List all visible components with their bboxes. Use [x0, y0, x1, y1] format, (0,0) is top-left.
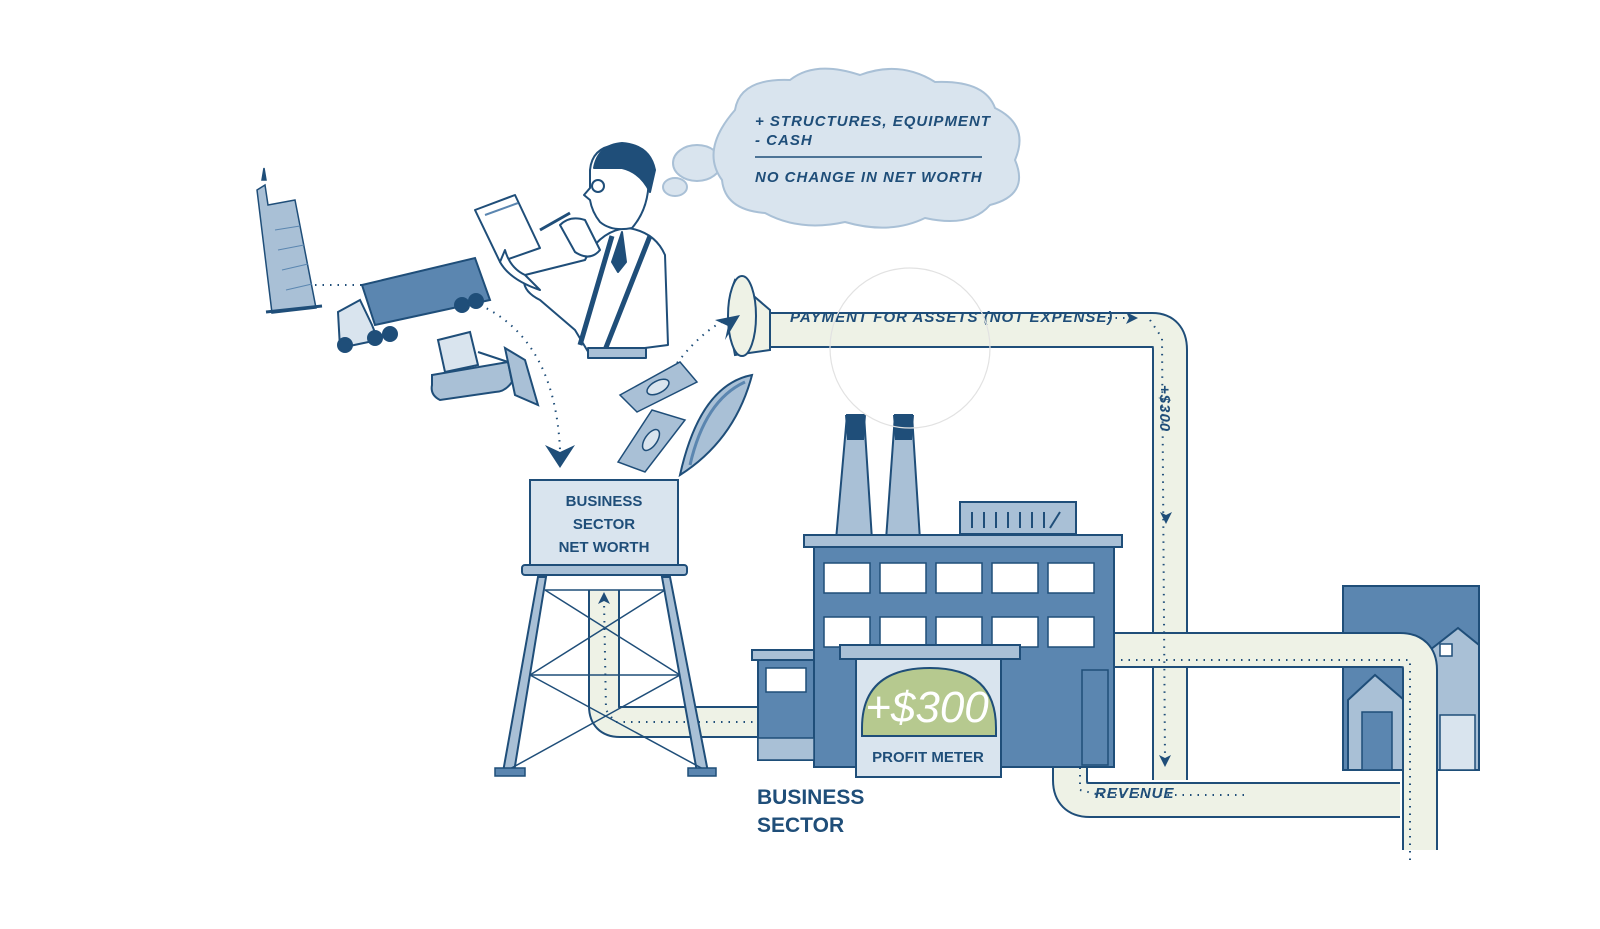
arrow-head-tank-up [598, 592, 610, 604]
payment-label: PAYMENT FOR ASSETS (NOT EXPENSE) [790, 309, 1113, 326]
tank-lid [678, 373, 754, 478]
truck-illustration [336, 256, 492, 353]
svg-text:NET WORTH: NET WORTH [559, 539, 650, 556]
money-bills [616, 361, 699, 473]
svg-text:BUSINESS: BUSINESS [566, 493, 643, 510]
thought-bubble-text: + STRUCTURES, EQUIPMENT - CASH NO CHANGE… [755, 113, 992, 186]
arrow-head-into-funnel [715, 315, 740, 340]
businessman-illustration [474, 142, 669, 359]
arrow-head-vertical-1 [1160, 512, 1172, 524]
revenue-pipe-front [1100, 632, 1438, 860]
faint-guide-circle [829, 267, 991, 429]
arrow-head-into-tank [545, 445, 575, 468]
profit-meter-label: PROFIT METER [872, 749, 984, 766]
water-tower [494, 479, 717, 777]
business-sector-label: BUSINESS SECTOR [757, 786, 864, 837]
svg-text:+ STRUCTURES, EQUIPMENT: + STRUCTURES, EQUIPMENT [755, 113, 992, 130]
profit-meter-value: +$300 [865, 683, 989, 732]
svg-text:NO CHANGE IN NET WORTH: NO CHANGE IN NET WORTH [755, 169, 983, 186]
bulldozer-illustration [430, 330, 540, 407]
skyscraper-illustration [256, 167, 323, 314]
svg-text:BUSINESS: BUSINESS [757, 786, 864, 809]
svg-text:- CASH: - CASH [755, 132, 813, 149]
arrow-head-vertical-2 [1159, 755, 1171, 767]
svg-text:SECTOR: SECTOR [573, 516, 635, 533]
revenue-label: REVENUE [1095, 785, 1175, 802]
svg-text:SECTOR: SECTOR [757, 814, 844, 837]
vertical-pipe-label: +$300 [1156, 385, 1173, 432]
thought-bubble [662, 67, 1021, 229]
pipe-funnel [727, 275, 771, 357]
profit-meter-box [839, 644, 1021, 778]
arrow-head-top-pipe [1126, 312, 1138, 324]
tank-label: BUSINESS SECTOR NET WORTH [559, 493, 650, 556]
